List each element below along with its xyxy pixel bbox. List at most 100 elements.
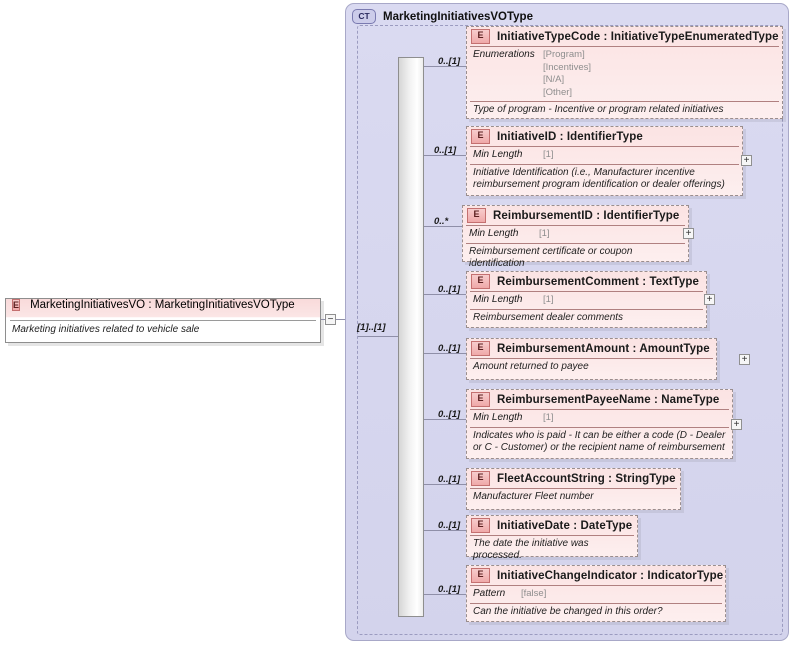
- element-header: E ReimbursementAmount : AmountType: [467, 339, 716, 358]
- connector-child-3: [424, 294, 466, 295]
- element-header: E InitiativeDate : DateType: [467, 516, 637, 535]
- element-box-reimbursementpayeename[interactable]: E ReimbursementPayeeName : NameType Min …: [466, 389, 733, 459]
- element-facet: Min Length [1]: [463, 226, 688, 243]
- element-divider: [470, 426, 729, 428]
- expand-icon[interactable]: +: [739, 354, 750, 365]
- element-documentation: Manufacturer Fleet number: [473, 491, 594, 502]
- facet-name: Min Length: [469, 228, 519, 239]
- element-badge-icon: E: [471, 568, 490, 583]
- connector-child-8: [424, 594, 466, 595]
- element-divider: [470, 101, 779, 102]
- cardinality-child-6: 0..[1]: [438, 474, 461, 485]
- connector-child-0: [424, 66, 466, 67]
- complextype-title: MarketingInitiativesVOType: [383, 10, 533, 23]
- element-header: E ReimbursementPayeeName : NameType: [467, 390, 732, 409]
- element-box-reimbursementamount[interactable]: E ReimbursementAmount : AmountType Amoun…: [466, 338, 717, 380]
- facet-value: [false]: [521, 588, 547, 599]
- facet-name: Pattern: [473, 588, 506, 599]
- element-badge-icon: E: [471, 274, 490, 289]
- element-box-initiativeid[interactable]: E InitiativeID : IdentifierType Min Leng…: [466, 126, 743, 196]
- expand-icon[interactable]: +: [731, 419, 742, 430]
- element-divider: [466, 242, 685, 244]
- element-title: InitiativeID : IdentifierType: [497, 130, 643, 143]
- element-header: E ReimbursementComment : TextType: [467, 272, 706, 291]
- element-title: InitiativeChangeIndicator : IndicatorTyp…: [497, 569, 724, 582]
- connector-child-4: [424, 353, 466, 354]
- element-divider: [470, 602, 722, 604]
- element-facet: Min Length [1]: [467, 410, 732, 427]
- element-divider: [470, 163, 739, 165]
- element-divider: [470, 308, 703, 310]
- cardinality-child-3: 0..[1]: [438, 284, 461, 295]
- model-group-box: [357, 25, 783, 635]
- element-header: E InitiativeChangeIndicator : IndicatorT…: [467, 566, 725, 585]
- element-title: FleetAccountString : StringType: [497, 472, 676, 485]
- cardinality-child-4: 0..[1]: [438, 343, 461, 354]
- element-divider: [470, 585, 722, 586]
- collapse-icon[interactable]: −: [325, 314, 336, 325]
- cardinality-child-0: 0..[1]: [438, 56, 461, 67]
- element-box-reimbursementcomment[interactable]: E ReimbursementComment : TextType Min Le…: [466, 271, 707, 328]
- element-badge-icon: E: [467, 208, 486, 223]
- root-element-divider: [10, 320, 316, 321]
- compositor-cardinality: [1]..[1]: [357, 322, 386, 333]
- element-title: ReimbursementPayeeName : NameType: [497, 393, 720, 406]
- element-documentation: Reimbursement certificate or coupon iden…: [469, 245, 633, 269]
- cardinality-child-5: 0..[1]: [438, 409, 461, 420]
- element-documentation: Amount returned to payee: [473, 361, 589, 372]
- connector-into-compositor: [358, 336, 400, 337]
- root-element-box[interactable]: E MarketingInitiativesVO : MarketingInit…: [5, 298, 321, 343]
- element-divider: [470, 46, 779, 47]
- element-badge-icon: E: [471, 471, 490, 486]
- element-title: ReimbursementID : IdentifierType: [493, 209, 680, 222]
- element-box-initiativetypecode[interactable]: E InitiativeTypeCode : InitiativeTypeEnu…: [466, 26, 783, 119]
- element-title: InitiativeTypeCode : InitiativeTypeEnume…: [497, 30, 779, 43]
- element-badge-icon: E: [471, 392, 490, 407]
- root-element-documentation: Marketing initiatives related to vehicle…: [12, 324, 200, 335]
- connector-child-7: [424, 530, 466, 531]
- element-box-reimbursementid[interactable]: E ReimbursementID : IdentifierType Min L…: [462, 205, 689, 269]
- element-documentation: Indicates who is paid - It can be either…: [473, 429, 726, 453]
- element-facet: Enumerations [Program] [Incentives] [N/A…: [467, 47, 782, 101]
- cardinality-child-8: 0..[1]: [438, 584, 461, 595]
- element-header: E FleetAccountString : StringType: [467, 469, 680, 488]
- element-title: ReimbursementAmount : AmountType: [497, 342, 710, 355]
- facet-name: Min Length: [473, 412, 523, 423]
- facet-value: [1]: [539, 228, 550, 239]
- element-title: ReimbursementComment : TextType: [497, 275, 700, 288]
- element-documentation: The date the initiative was processed.: [473, 538, 589, 561]
- element-divider: [470, 146, 739, 147]
- facet-name: Min Length: [473, 149, 523, 160]
- element-badge-icon: E: [471, 29, 490, 44]
- element-header: E InitiativeTypeCode : InitiativeTypeEnu…: [467, 27, 782, 46]
- facet-name: Min Length: [473, 294, 523, 305]
- element-box-initiativedate[interactable]: E InitiativeDate : DateType The date the…: [466, 515, 638, 561]
- element-box-fleetaccountstring[interactable]: E FleetAccountString : StringType Manufa…: [466, 468, 681, 510]
- element-facet: Pattern [false]: [467, 586, 725, 603]
- expand-icon[interactable]: +: [741, 155, 752, 166]
- connector-root-to-toggle: [321, 319, 325, 320]
- element-badge-icon: E: [12, 299, 21, 311]
- element-box-initiativechangeindicator[interactable]: E InitiativeChangeIndicator : IndicatorT…: [466, 565, 726, 622]
- connector-child-2: [424, 226, 462, 227]
- expand-icon[interactable]: +: [704, 294, 715, 305]
- cardinality-child-2: 0..*: [434, 216, 449, 227]
- element-divider: [466, 225, 685, 226]
- element-header: E ReimbursementID : IdentifierType: [463, 206, 688, 225]
- cardinality-child-7: 0..[1]: [438, 520, 461, 531]
- element-divider: [470, 291, 703, 292]
- connector-child-1: [424, 155, 466, 156]
- element-documentation: Type of program - Incentive or program r…: [473, 104, 724, 115]
- facet-value: [1]: [543, 294, 554, 305]
- element-divider: [470, 358, 713, 359]
- cardinality-child-1: 0..[1]: [434, 145, 457, 156]
- element-documentation: Reimbursement dealer comments: [473, 311, 624, 323]
- facet-name: Enumerations: [473, 49, 535, 60]
- facet-value: [1]: [543, 412, 554, 423]
- expand-icon[interactable]: +: [683, 228, 694, 239]
- element-documentation: Can the initiative be changed in this or…: [473, 605, 663, 617]
- element-title: InitiativeDate : DateType: [497, 519, 633, 532]
- complextype-header: CT MarketingInitiativesVOType: [352, 9, 533, 24]
- element-header: E InitiativeID : IdentifierType: [467, 127, 742, 146]
- sequence-bar: [398, 57, 424, 617]
